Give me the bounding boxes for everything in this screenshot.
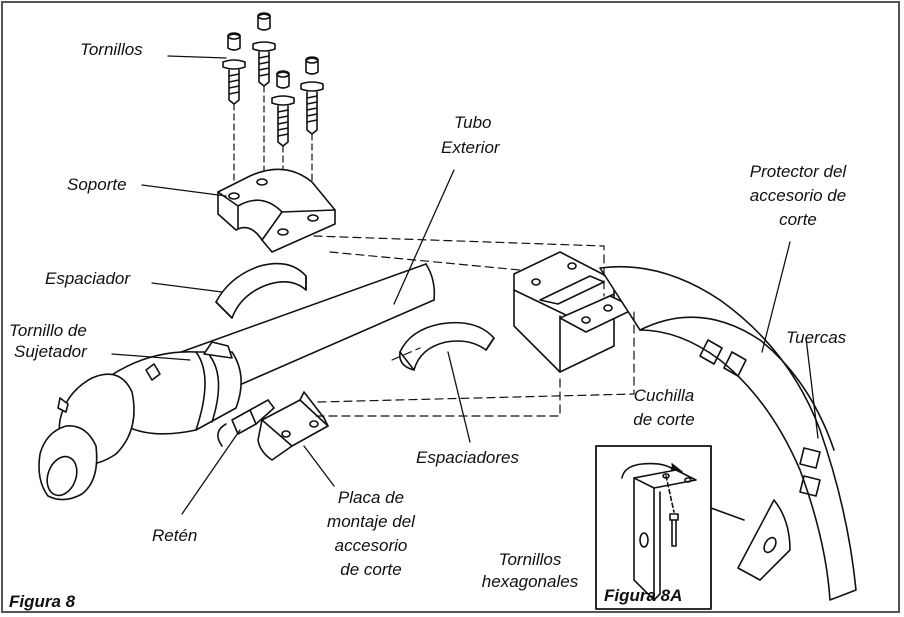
label-sujetador: Sujetador	[14, 342, 87, 361]
label-placa-l3: accesorio	[334, 536, 408, 555]
label-cuchilla-l2: de corte	[633, 410, 695, 429]
label-hex-l2: hexagonales	[481, 572, 579, 591]
label-espaciador: Espaciador	[45, 269, 131, 288]
guard-mount-box	[513, 251, 637, 373]
label-protector-l2: accesorio de	[749, 186, 847, 205]
spacer-top	[215, 262, 307, 319]
alignment-lines	[313, 235, 635, 417]
spacer-bottom	[398, 321, 495, 371]
label-protector-l3: corte	[779, 210, 817, 229]
label-tornillo-de: Tornillo de	[9, 321, 87, 340]
label-placa-l2: montaje del	[327, 512, 415, 531]
label-placa-l1: Placa de	[337, 488, 405, 507]
screw-3	[271, 70, 295, 147]
label-exterior: Exterior	[441, 138, 500, 157]
mounting-plate	[257, 391, 329, 461]
screw-1	[222, 32, 246, 105]
retainer	[217, 399, 275, 447]
label-cuchilla-l1: Cuchilla	[633, 386, 695, 405]
label-tubo: Tubo	[454, 113, 492, 132]
label-espaciadores: Espaciadores	[416, 448, 520, 467]
leader-lines	[111, 55, 819, 561]
label-placa-l4: de corte	[340, 560, 402, 579]
inset-figure-box	[595, 445, 745, 610]
label-tornillos: Tornillos	[80, 40, 143, 59]
label-soporte: Soporte	[67, 175, 127, 194]
label-reten: Retén	[152, 526, 198, 545]
figure-label: Figura 8	[9, 592, 76, 611]
inset-figure-label: Figura 8A	[604, 586, 683, 605]
screw-2	[252, 12, 276, 87]
gear-head	[38, 341, 242, 501]
cutting-guard	[599, 265, 857, 601]
screw-4	[300, 56, 324, 135]
label-hex-l1: Tornillos	[498, 550, 562, 569]
support-bracket	[217, 168, 336, 253]
label-protector-l1: Protector del	[749, 162, 847, 181]
label-tuercas: Tuercas	[786, 328, 847, 347]
